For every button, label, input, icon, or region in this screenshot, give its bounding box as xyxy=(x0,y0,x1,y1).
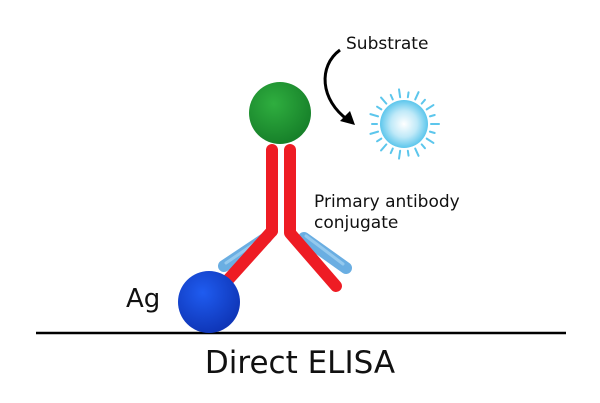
glow-ray xyxy=(398,149,402,160)
glow-ray xyxy=(428,113,436,118)
glow-ray xyxy=(406,149,410,157)
antibody-heavy-chain-arm-right xyxy=(284,227,342,292)
glow-ray xyxy=(420,98,426,105)
glow-ray xyxy=(389,93,394,101)
curved-arrow-icon xyxy=(323,48,355,125)
antibody-light-chain-right xyxy=(298,232,352,274)
glow-ray xyxy=(425,137,435,144)
substrate-label: Substrate xyxy=(346,34,429,54)
primary-antibody xyxy=(218,144,352,292)
glow-ray xyxy=(420,143,426,150)
enzyme-conjugate xyxy=(249,82,311,144)
antigen xyxy=(178,271,240,333)
glow-ray xyxy=(398,88,402,99)
glow-ray xyxy=(376,137,383,143)
glow-ray xyxy=(425,104,435,111)
glow-ray xyxy=(389,147,394,155)
primary-antibody-label-line1: Primary antibody xyxy=(314,192,460,212)
primary-antibody-label: Primary antibody conjugate xyxy=(314,192,460,234)
glowing-product-icon xyxy=(369,88,440,160)
glow-ray xyxy=(414,147,420,157)
glow-ray xyxy=(406,91,410,99)
glow-ray xyxy=(369,130,380,135)
glow-ray xyxy=(380,143,388,152)
glow-ray xyxy=(414,91,420,101)
primary-antibody-label-line2: conjugate xyxy=(314,213,399,233)
glow-ray xyxy=(428,130,436,135)
antibody-heavy-chain-arm-left xyxy=(221,225,278,287)
glow-ray xyxy=(376,105,383,111)
diagram-title: Direct ELISA xyxy=(204,345,396,381)
glow-ray xyxy=(369,113,380,118)
antigen-label: Ag xyxy=(126,284,161,314)
glow-ray xyxy=(380,96,388,105)
